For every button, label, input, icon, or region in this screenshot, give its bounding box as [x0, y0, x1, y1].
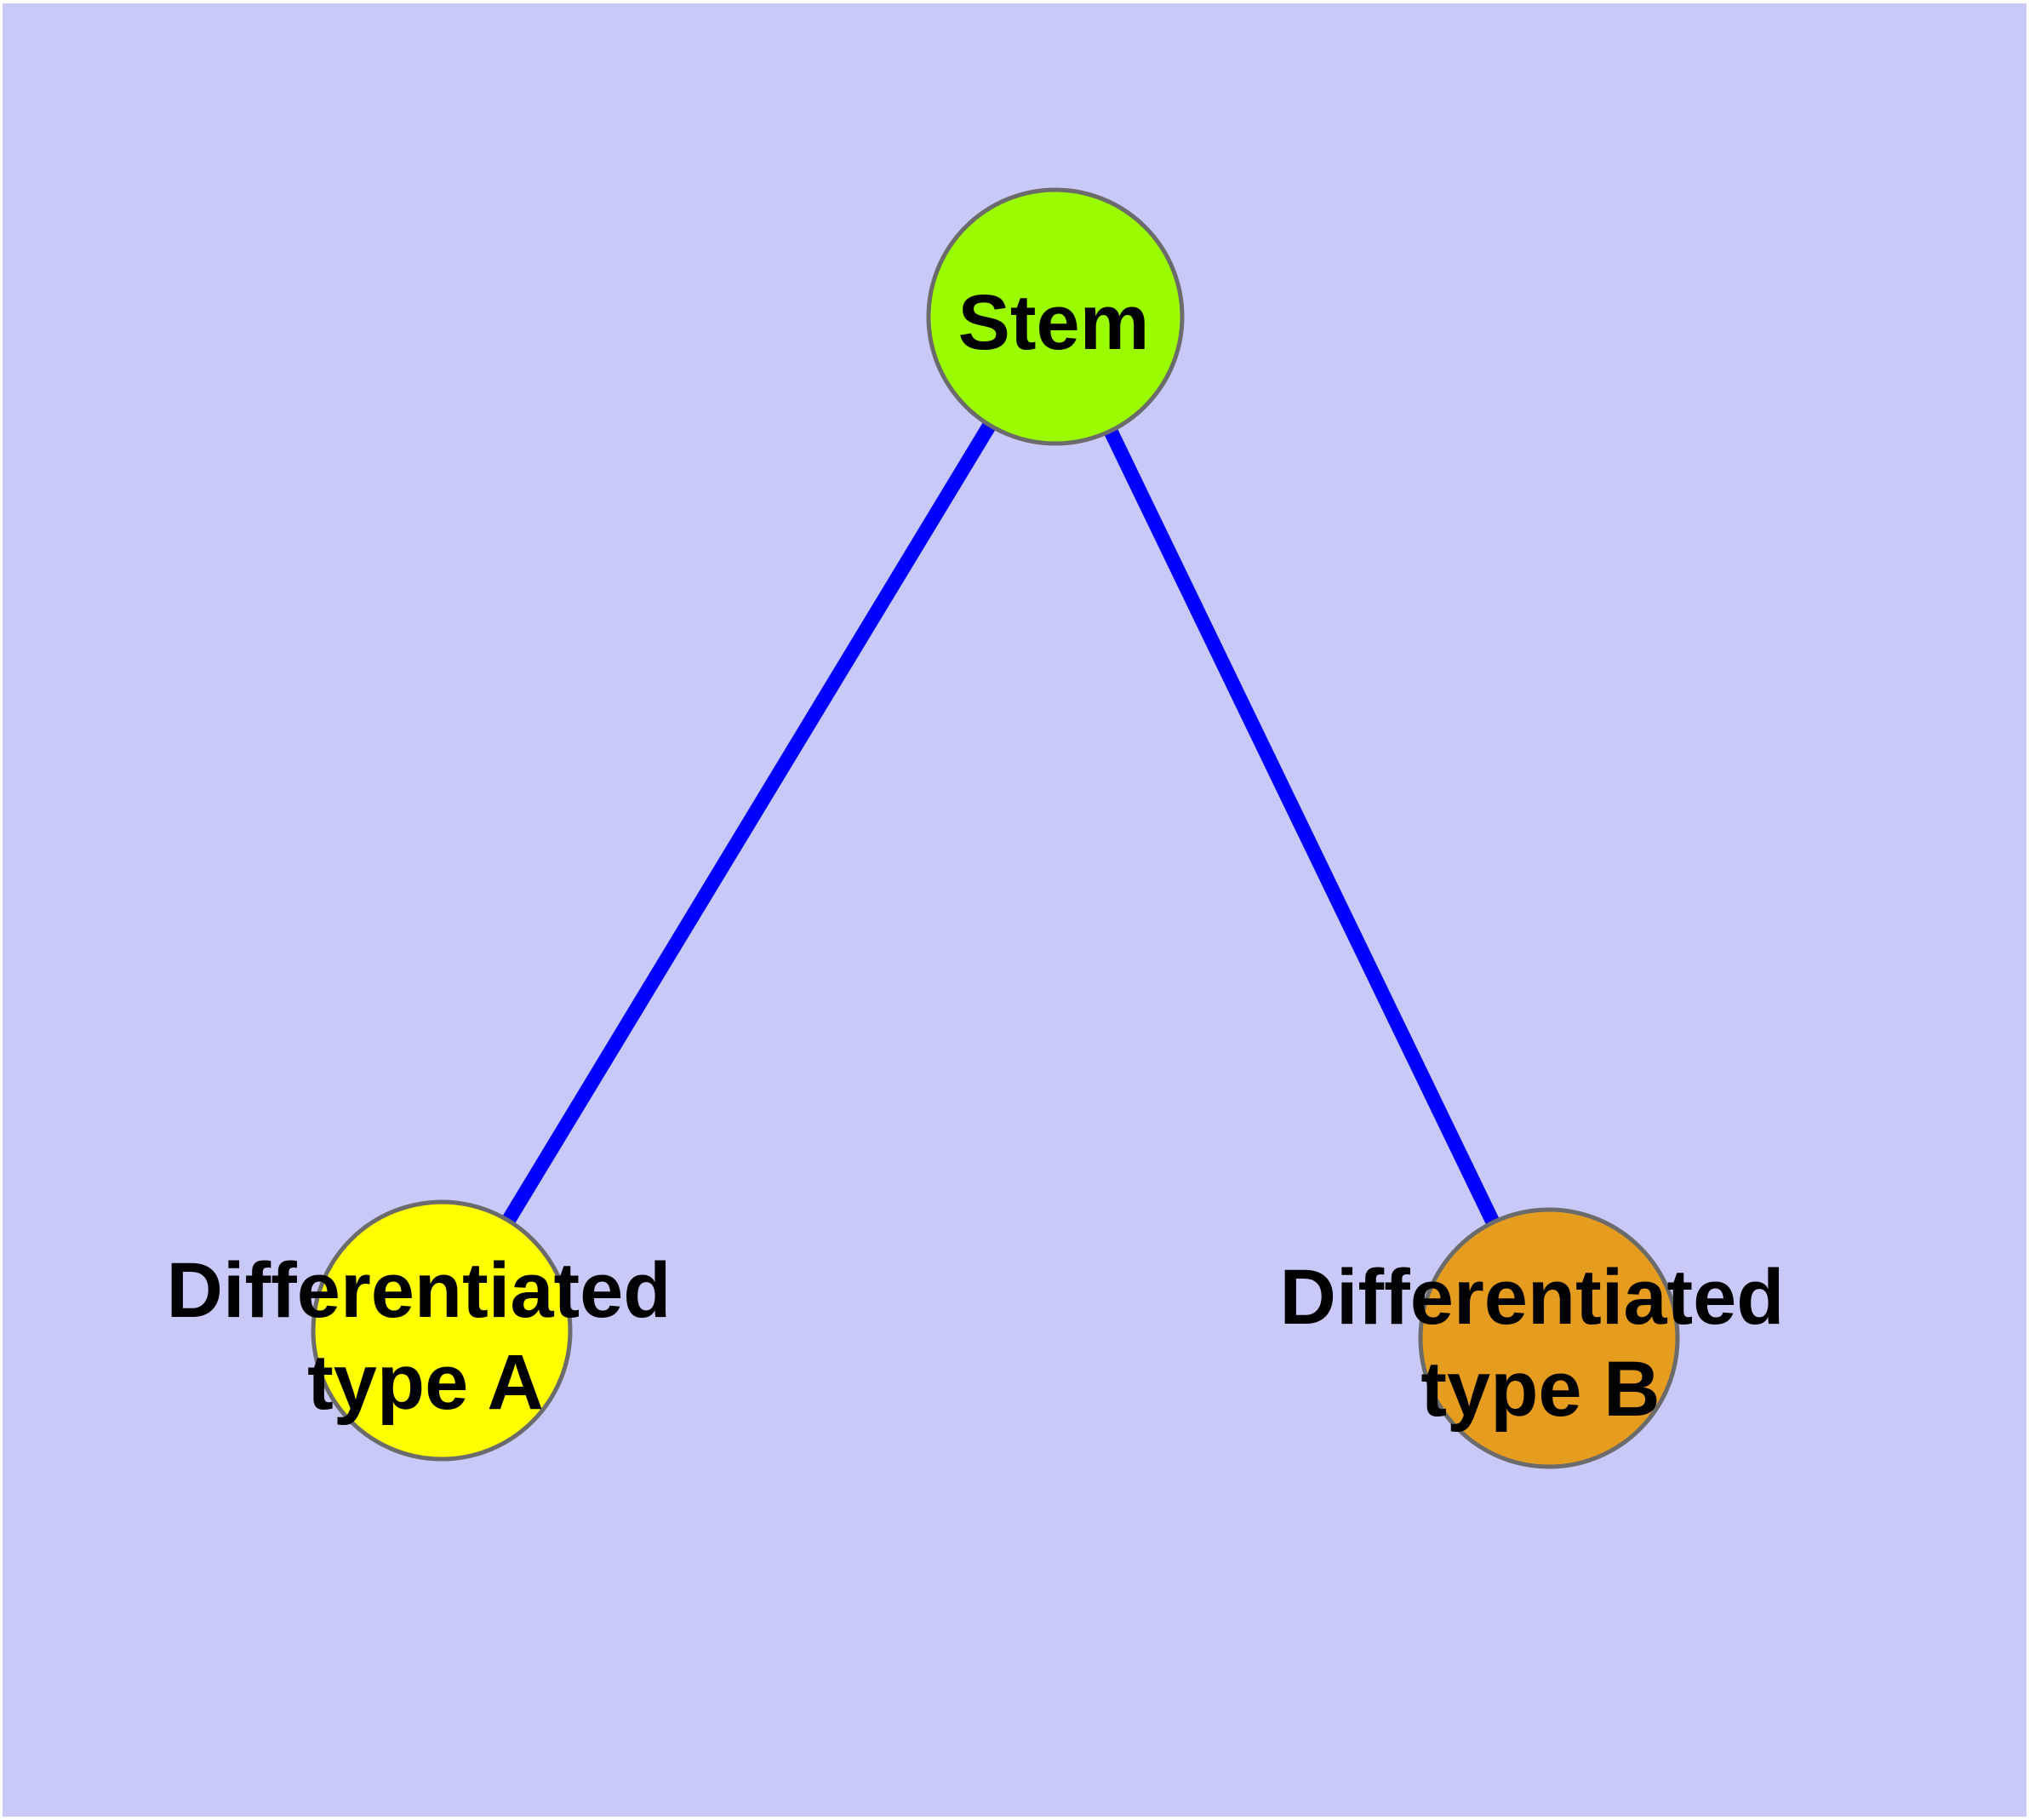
node-differentiated-type-b — [1418, 1207, 1680, 1469]
node-stem — [926, 187, 1185, 446]
edge-stem-to-type-b — [1049, 313, 1556, 1342]
edge-stem-to-type-a — [435, 312, 1062, 1335]
node-type-b-label-line1: Differentiated — [1280, 1254, 1785, 1341]
node-type-a-label-line1: Differentiated — [167, 1247, 672, 1334]
node-stem-label: Stem — [958, 279, 1150, 366]
node-differentiated-type-a — [311, 1199, 573, 1462]
node-type-a-label-line2: type A — [307, 1339, 544, 1426]
node-type-b-label-line2: type B — [1420, 1346, 1660, 1433]
